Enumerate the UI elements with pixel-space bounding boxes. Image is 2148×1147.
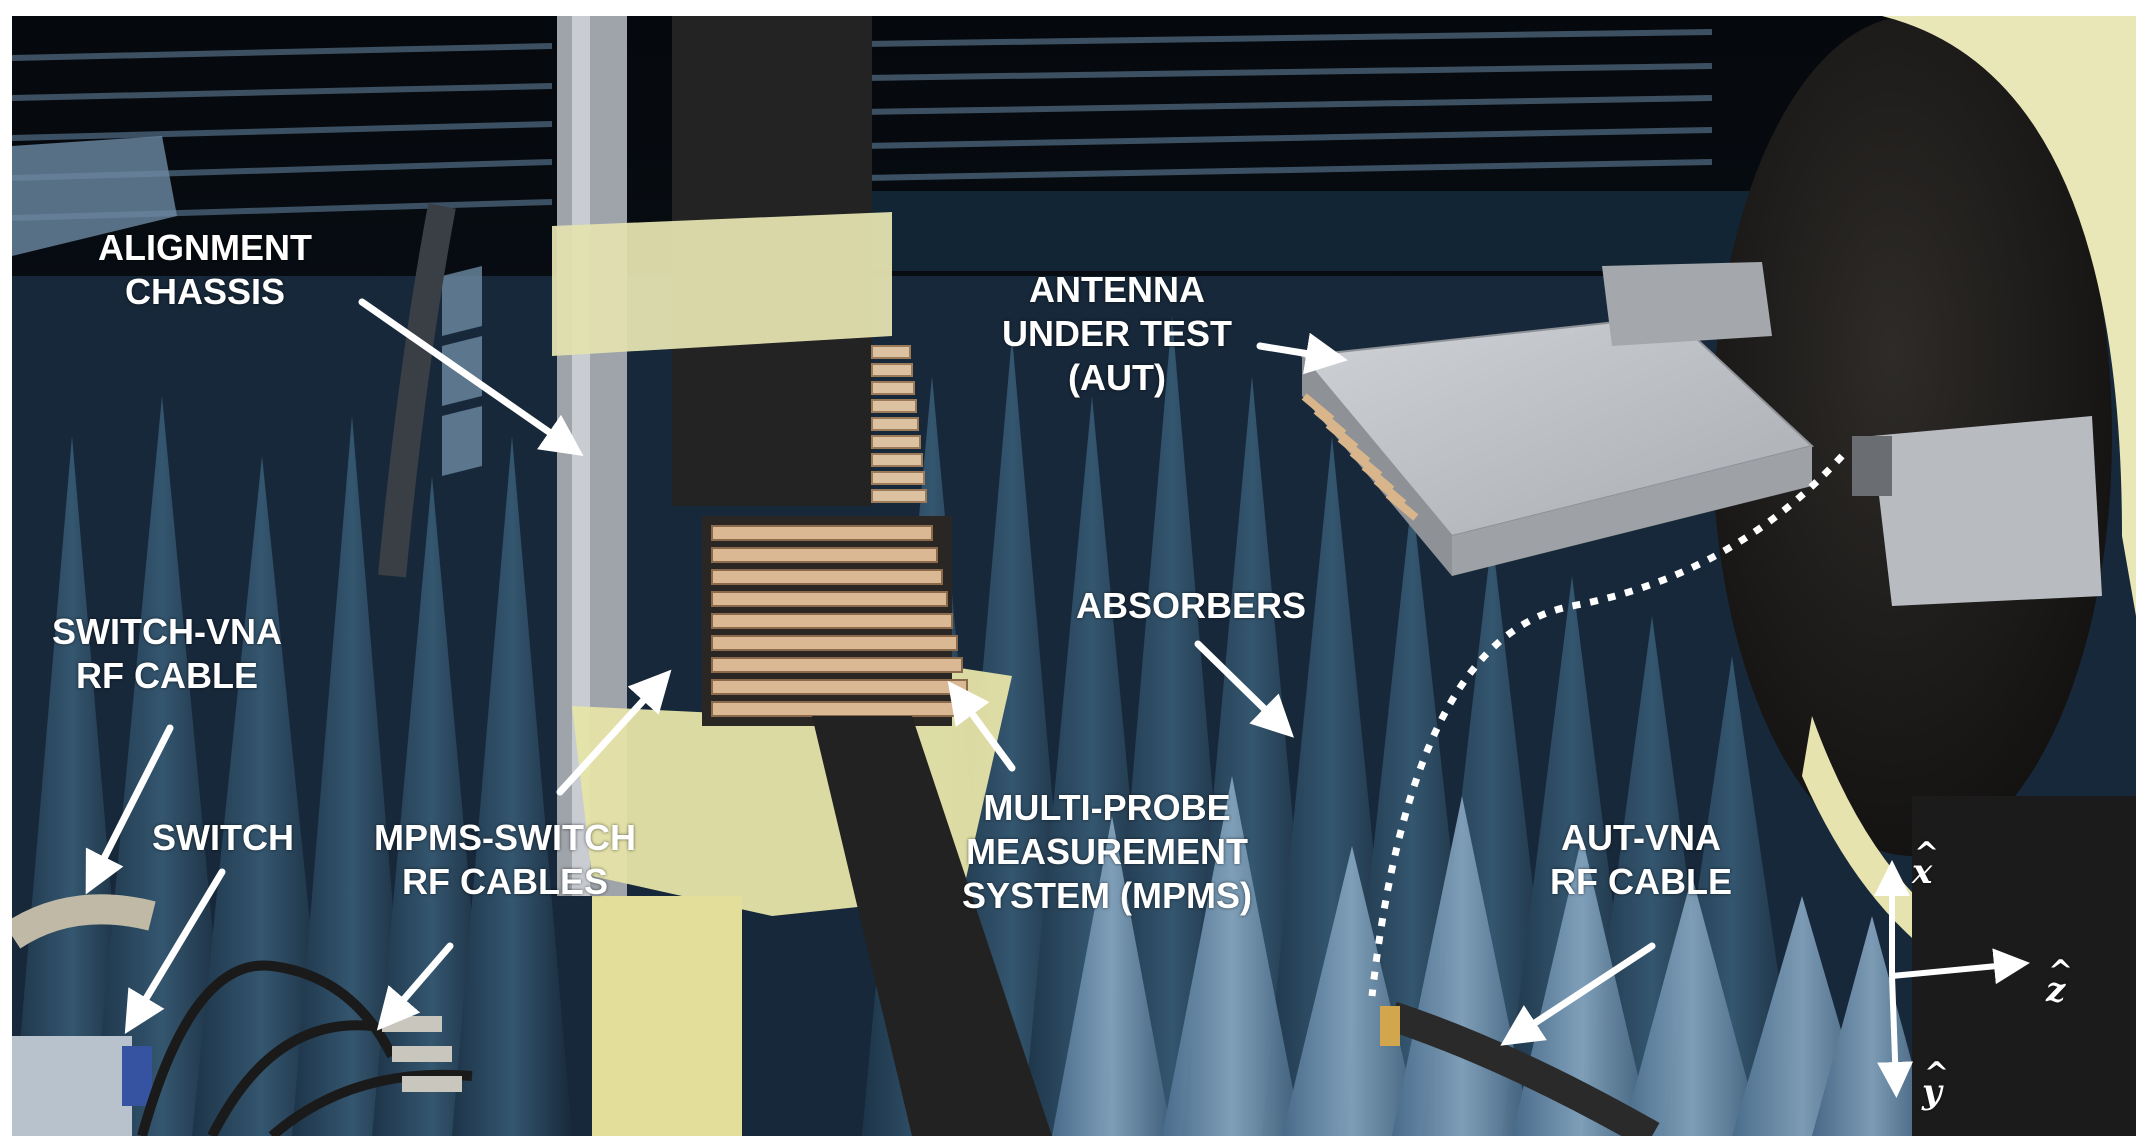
hat-glyph: ^ (1924, 1056, 1950, 1091)
label-mpms-switch-cables: MPMS-SWITCH RF CABLES (374, 816, 636, 904)
label-line: UNDER TEST (1002, 313, 1233, 354)
measurement-setup-photo: ALIGNMENT CHASSIS ANTENNA UNDER TEST (AU… (12, 16, 2136, 1136)
positioner-tape (1882, 16, 2136, 616)
switch-box (12, 1036, 132, 1136)
mpms-probe-array (702, 345, 973, 726)
label-line: SWITCH-VNA (52, 611, 282, 652)
axis-letter: z (2046, 970, 2066, 1010)
label-line: RF CABLE (75, 655, 258, 696)
label-line: MEASUREMENT (966, 831, 1249, 872)
label-line: RF CABLE (1550, 861, 1732, 902)
aut-vna-cable (1387, 1001, 1660, 1136)
label-line: (AUT) (1068, 357, 1166, 398)
chamber-scene (12, 16, 2136, 1136)
label-line: ABSORBERS (1076, 585, 1307, 626)
hat-glyph: ^ (1914, 836, 1940, 871)
z-axis-label: ^z (2046, 954, 2073, 1010)
label-aut-vna-cable: AUT-VNA RF CABLE (1550, 816, 1732, 904)
label-line: MULTI-PROBE (983, 787, 1231, 828)
label-absorbers: ABSORBERS (1076, 584, 1306, 628)
label-mpms: MULTI-PROBE MEASUREMENT SYSTEM (MPMS) (962, 786, 1252, 918)
label-line: ALIGNMENT (98, 227, 312, 268)
y-axis-label: ^y (1922, 1056, 1949, 1112)
label-antenna-under-test: ANTENNA UNDER TEST (AUT) (1002, 268, 1232, 400)
label-switch-vna-cable: SWITCH-VNA RF CABLE (52, 610, 282, 698)
x-axis-label: ^x (1912, 836, 1939, 892)
label-line: SYSTEM (MPMS) (962, 875, 1253, 916)
label-line: SWITCH (152, 817, 294, 858)
label-line: CHASSIS (124, 271, 285, 312)
label-line: RF CABLES (401, 861, 608, 902)
back-wall-absorber-rows (12, 29, 1713, 221)
label-line: ANTENNA (1029, 269, 1205, 310)
label-line: MPMS-SWITCH (374, 817, 636, 858)
label-alignment-chassis: ALIGNMENT CHASSIS (98, 226, 312, 314)
axis-letter: x (1912, 852, 1933, 892)
label-switch: SWITCH (152, 816, 294, 860)
hat-glyph: ^ (2048, 954, 2074, 989)
label-line: AUT-VNA (1561, 817, 1721, 858)
axis-letter: y (1922, 1072, 1942, 1112)
